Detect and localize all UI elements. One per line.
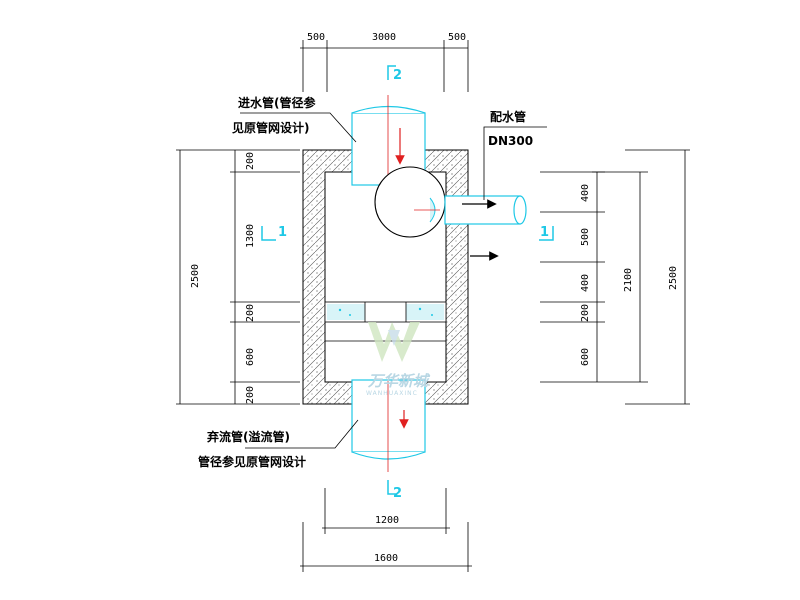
watermark-text: 万华新城 xyxy=(367,372,431,390)
left-dimension xyxy=(176,149,300,405)
section-label-left: 1 xyxy=(278,225,287,240)
bottom-dim-inner: 1200 xyxy=(375,515,399,526)
left-total: 2500 xyxy=(190,264,201,288)
right-dim-5: 600 xyxy=(580,348,591,366)
left-dim-4: 600 xyxy=(245,348,256,366)
right-dimension xyxy=(540,149,690,405)
inlet-label-line2: 见原管网设计) xyxy=(232,120,310,135)
bottom-dim-outer: 1600 xyxy=(374,553,398,564)
watermark-subtext: WANHUAXINC xyxy=(366,390,418,397)
left-dim-1: 200 xyxy=(245,152,256,170)
section-label-right: 1 xyxy=(540,225,549,240)
left-dim-2: 1300 xyxy=(245,224,256,248)
section-label-bottom: 2 xyxy=(393,486,402,501)
outlet-label-line2: DN300 xyxy=(488,134,533,148)
right-dim-1: 400 xyxy=(580,184,591,202)
leader-lines xyxy=(240,112,547,449)
left-dim-3: 200 xyxy=(245,304,256,322)
top-dim-left: 500 xyxy=(307,32,325,43)
overflow-label-line2: 管径参见原管网设计 xyxy=(198,454,306,469)
right-dim-3: 400 xyxy=(580,274,591,292)
wanhua-logo-icon xyxy=(368,322,420,362)
right-dim-4: 200 xyxy=(580,304,591,322)
section-mark-left xyxy=(261,226,276,241)
weir-band xyxy=(324,301,447,323)
right-dim-2: 500 xyxy=(580,228,591,246)
right-total: 2500 xyxy=(668,266,679,290)
section-label-top: 2 xyxy=(393,68,402,83)
overflow-label-line1: 弃流管(溢流管) xyxy=(207,429,290,444)
inlet-label-line1: 进水管(管径参 xyxy=(238,95,316,110)
top-dimension xyxy=(300,40,469,92)
outlet-pipe xyxy=(414,195,527,225)
top-dim-right: 500 xyxy=(448,32,466,43)
section-mark-top xyxy=(387,65,396,80)
right-sub-total: 2100 xyxy=(623,268,634,292)
overflow-pipe xyxy=(351,379,426,472)
top-dim-center: 3000 xyxy=(372,32,396,43)
section-mark-bottom xyxy=(387,480,396,495)
bottom-dimension xyxy=(300,488,472,572)
outlet-label-line1: 配水管 xyxy=(490,109,526,124)
section-mark-right xyxy=(539,226,554,241)
riser-circle xyxy=(374,166,446,238)
left-dim-5: 200 xyxy=(245,386,256,404)
